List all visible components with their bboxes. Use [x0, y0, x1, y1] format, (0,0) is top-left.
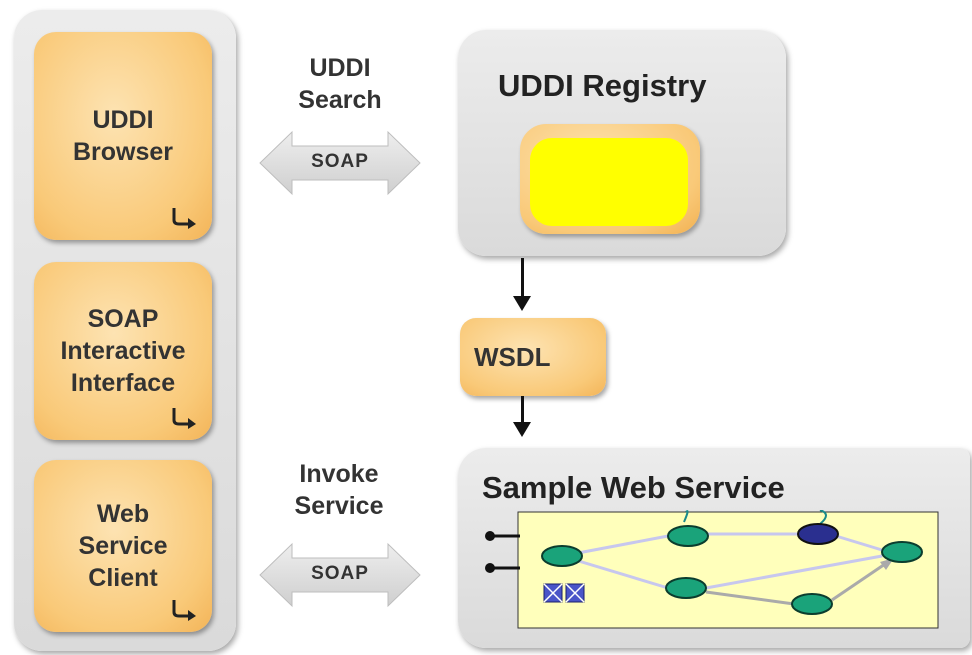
- registry-to-wsdl-line: [521, 258, 524, 298]
- soap-interface-line2: Interactive: [60, 337, 186, 365]
- cross-box-icon: [543, 583, 563, 603]
- loop-curve: [683, 510, 689, 523]
- web-service-client-box[interactable]: Web Service Client: [34, 460, 212, 632]
- edge-lower-to-bottom: [705, 590, 795, 606]
- uddi-search-line2: Search: [298, 86, 382, 114]
- cross-box-icon: [565, 583, 585, 603]
- soap-search-double-arrow: [259, 130, 421, 196]
- workflow-background: [517, 511, 939, 629]
- loop-curve-right: [819, 510, 827, 525]
- node-bottom: [791, 593, 833, 615]
- launch-arrow-icon: [172, 408, 196, 429]
- soap-interface-line1: SOAP: [87, 305, 159, 333]
- node-end: [881, 541, 923, 563]
- soap-interface-line3: Interface: [70, 369, 176, 397]
- sample-web-service-title: Sample Web Service: [482, 470, 785, 505]
- soap-interactive-interface-box[interactable]: SOAP Interactive Interface: [34, 262, 212, 440]
- wsdl-label: WSDL: [474, 342, 551, 372]
- invoke-service-label: Invoke Service: [284, 458, 394, 522]
- registry-data-highlight: [530, 138, 688, 226]
- wsdl-to-service-arrowhead: [513, 422, 531, 437]
- edge-bottom-to-end: [831, 560, 889, 602]
- registry-to-wsdl-arrowhead: [513, 296, 531, 311]
- wsdl-to-service-line: [521, 396, 524, 424]
- port-dot-top: [485, 531, 495, 541]
- node-upper: [667, 525, 709, 547]
- launch-arrow-icon: [172, 600, 196, 621]
- edge-blue-to-end: [835, 534, 883, 552]
- soap-invoke-arrow-text: SOAP: [311, 563, 369, 584]
- node-blue: [797, 523, 839, 545]
- uddi-browser-box[interactable]: UDDI Browser: [34, 32, 212, 240]
- port-dot-bottom: [485, 563, 495, 573]
- launch-arrow-icon: [172, 208, 196, 229]
- node-lower: [665, 577, 707, 599]
- soap-invoke-double-arrow: [259, 542, 421, 608]
- wsdl-box[interactable]: WSDL: [460, 318, 606, 396]
- web-service-client-line1: Web: [96, 500, 150, 528]
- invoke-service-line2: Service: [294, 492, 384, 520]
- invoke-service-line1: Invoke: [299, 460, 379, 488]
- service-workflow-canvas: [485, 510, 939, 629]
- uddi-search-label: UDDI Search: [290, 52, 390, 116]
- web-service-client-line2: Service: [78, 532, 168, 560]
- edge-lower-to-end: [705, 554, 883, 590]
- uddi-search-line1: UDDI: [309, 54, 371, 82]
- soap-search-arrow-text: SOAP: [311, 151, 369, 172]
- uddi-browser-line1: UDDI: [92, 106, 154, 134]
- web-service-client-line3: Client: [88, 564, 158, 592]
- uddi-browser-line2: Browser: [72, 138, 174, 166]
- uddi-registry-title: UDDI Registry: [498, 68, 707, 103]
- node-start: [541, 545, 583, 567]
